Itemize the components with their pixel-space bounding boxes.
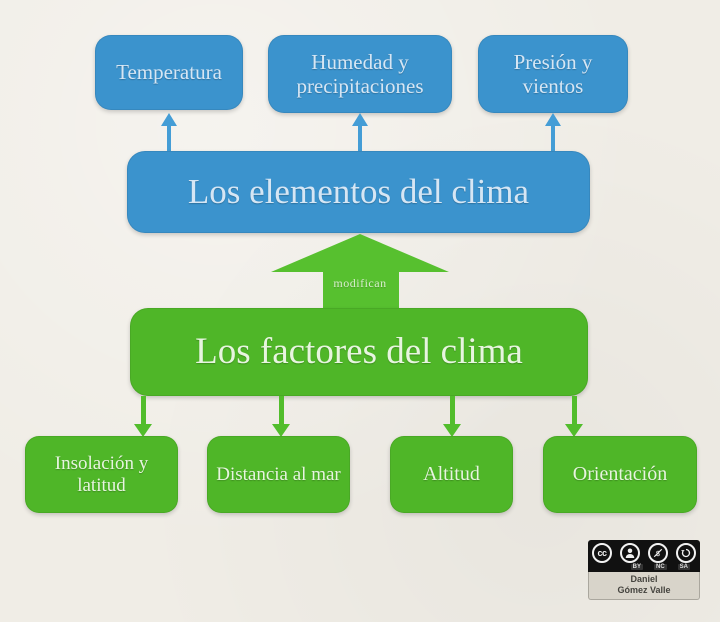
- elements-title: Los elementos del clima: [187, 171, 530, 211]
- arrow-head: [134, 424, 152, 437]
- factors-title: Los factores del clima: [195, 330, 523, 372]
- arrow-head: [565, 424, 583, 437]
- arrow-head: [352, 113, 368, 126]
- by-label: BY: [630, 564, 643, 570]
- factor-box-distancia-mar: Distancia al mar: [207, 436, 350, 513]
- arrow-down-to-distancia-icon: [272, 396, 290, 437]
- modifican-arrow-head-icon: [271, 234, 449, 272]
- share-alike-icon: [676, 543, 696, 563]
- element-box-humedad: Humedad y precipitaciones: [268, 35, 452, 113]
- attribution-person-icon: [620, 543, 640, 563]
- sa-label: SA: [677, 564, 690, 570]
- arrow-head: [443, 424, 461, 437]
- factor-label: Insolación y latitud: [54, 452, 149, 496]
- arrow-down-to-insolacion-icon: [134, 396, 152, 437]
- arrow-stem: [358, 126, 362, 152]
- arrow-stem: [140, 396, 146, 424]
- author-last-name: Gómez Valle: [617, 584, 671, 595]
- factor-label: Orientación: [572, 463, 668, 485]
- element-box-temperatura: Temperatura: [95, 35, 243, 110]
- elements-title-box: Los elementos del clima: [127, 151, 590, 233]
- modifican-label: modifican: [333, 276, 387, 290]
- arrow-stem: [449, 396, 455, 424]
- cc-license-badge[interactable]: cc $: [588, 540, 700, 600]
- author-first-name: Daniel: [630, 574, 658, 584]
- element-label: Humedad y precipitaciones: [296, 49, 424, 98]
- cc-license-letters: BY NC SA: [592, 563, 696, 570]
- non-commercial-icon: $: [648, 543, 668, 563]
- author-attribution-plate: Daniel Gómez Valle: [588, 572, 700, 600]
- cc-logo-icon: cc: [592, 543, 612, 563]
- arrow-up-to-presion-icon: [545, 113, 561, 152]
- factors-title-box: Los factores del clima: [130, 308, 588, 396]
- element-label: Presión y vientos: [513, 49, 593, 98]
- cc-license-icons-bar: cc $: [588, 540, 700, 572]
- arrow-up-to-humedad-icon: [352, 113, 368, 152]
- factor-label: Distancia al mar: [216, 463, 341, 485]
- arrow-stem: [571, 396, 577, 424]
- arrow-stem: [551, 126, 555, 152]
- factor-box-orientacion: Orientación: [543, 436, 697, 513]
- arrow-stem: [278, 396, 284, 424]
- factor-label: Altitud: [423, 463, 480, 485]
- arrow-stem: [167, 126, 171, 152]
- arrow-down-to-altitud-icon: [443, 396, 461, 437]
- element-label: Temperatura: [116, 60, 222, 85]
- arrow-down-to-orientacion-icon: [565, 396, 583, 437]
- arrow-up-to-temperatura-icon: [161, 113, 177, 152]
- arrow-head: [161, 113, 177, 126]
- arrow-head: [545, 113, 561, 126]
- arrow-head: [272, 424, 290, 437]
- factor-box-insolacion-latitud: Insolación y latitud: [25, 436, 178, 513]
- nc-label: NC: [653, 564, 667, 570]
- factor-box-altitud: Altitud: [390, 436, 513, 513]
- element-box-presion: Presión y vientos: [478, 35, 628, 113]
